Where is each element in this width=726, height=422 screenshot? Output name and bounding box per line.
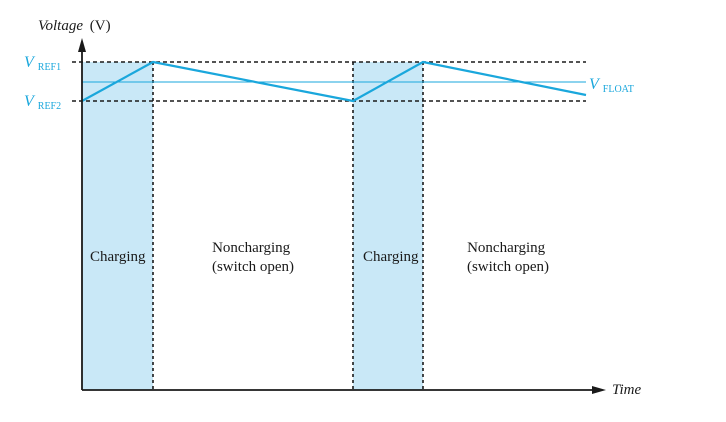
noncharging-label-2: Noncharging (switch open) xyxy=(467,240,549,275)
charging-label-2: Charging xyxy=(363,249,419,265)
vfloat-label: V FLOAT xyxy=(589,76,634,95)
y-axis-title-unit: (V) xyxy=(90,18,111,34)
noncharging-label-1-line1: Noncharging xyxy=(212,240,291,256)
noncharging-label-2-line2: (switch open) xyxy=(467,259,549,275)
vref2-label-sub: REF2 xyxy=(38,101,61,112)
charging-region-2 xyxy=(353,62,423,390)
x-axis-arrow-icon xyxy=(592,386,606,394)
charging-region-1 xyxy=(82,62,153,390)
y-axis-title: Voltage (V) xyxy=(38,18,111,34)
noncharging-label-1-line2: (switch open) xyxy=(212,259,294,275)
x-axis-title: Time xyxy=(612,382,642,398)
noncharging-label-1: Noncharging (switch open) xyxy=(212,240,294,275)
vref2-label: V REF2 xyxy=(24,93,61,112)
vref2-label-main: V xyxy=(24,93,36,110)
y-axis-arrow-icon xyxy=(78,38,86,52)
vfloat-label-main: V xyxy=(589,76,601,93)
vref1-label: V REF1 xyxy=(24,54,61,73)
vfloat-label-sub: FLOAT xyxy=(603,84,634,95)
y-axis-title-italic: Voltage xyxy=(38,18,83,34)
vref1-label-main: V xyxy=(24,54,36,71)
vref1-label-sub: REF1 xyxy=(38,62,61,73)
voltage-waveform xyxy=(81,60,587,103)
charging-label-1: Charging xyxy=(90,249,146,265)
noncharging-label-2-line1: Noncharging xyxy=(467,240,546,256)
